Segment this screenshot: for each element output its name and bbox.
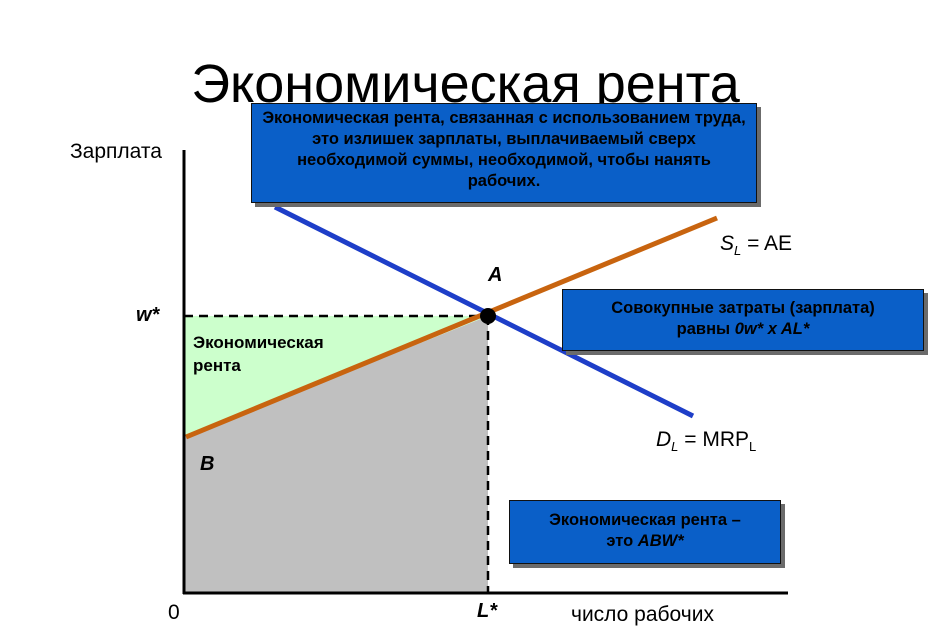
total-cost-line1: Совокупные затраты (зарплата): [611, 299, 875, 317]
total-cost-line2-a: равны: [676, 320, 735, 338]
total-cost-box: Совокупные затраты (зарплата) равны 0w* …: [562, 289, 924, 351]
demand-curve-label: DL = MRPL: [656, 428, 756, 454]
demand-rest-sub: L: [749, 439, 757, 455]
y-axis-label: Зарплата: [70, 140, 162, 163]
rent-is-box: Экономическая рента – это ABW*: [509, 500, 781, 564]
definition-box: Экономическая рента, связанная с использ…: [251, 103, 757, 203]
point-b-label: B: [200, 453, 215, 475]
rent-is-line2: это ABW*: [518, 531, 772, 552]
supply-sub: L: [734, 243, 742, 259]
equilibrium-point: [480, 308, 496, 324]
rent-is-line2-a: это: [606, 532, 638, 550]
x-axis-label: число рабочих: [571, 603, 714, 626]
total-cost-line2-b: 0w* x AL*: [734, 320, 810, 338]
supply-main: S: [720, 232, 735, 255]
total-cost-region: [184, 316, 488, 593]
economic-rent-region-label: Экономическая рента: [193, 331, 324, 377]
demand-sub: L: [671, 439, 679, 455]
supply-curve: [185, 215, 718, 440]
demand-main: D: [656, 428, 672, 451]
origin-label: 0: [168, 601, 180, 624]
total-cost-line2: равны 0w* x AL*: [571, 319, 915, 340]
l-star-label: L*: [477, 600, 497, 622]
rent-is-line2-b: ABW*: [637, 532, 684, 550]
rent-label-line2: рента: [193, 356, 241, 375]
w-star-label: w*: [136, 304, 160, 326]
supply-curve-label: SL = AE: [720, 232, 792, 258]
point-a-label: A: [488, 264, 503, 286]
demand-rest: = MRP: [678, 428, 750, 451]
rent-is-line1: Экономическая рента –: [549, 511, 741, 529]
supply-rest: = AE: [741, 232, 793, 255]
rent-label-line1: Экономическая: [193, 333, 324, 352]
definition-text: Экономическая рента, связанная с использ…: [262, 109, 746, 190]
